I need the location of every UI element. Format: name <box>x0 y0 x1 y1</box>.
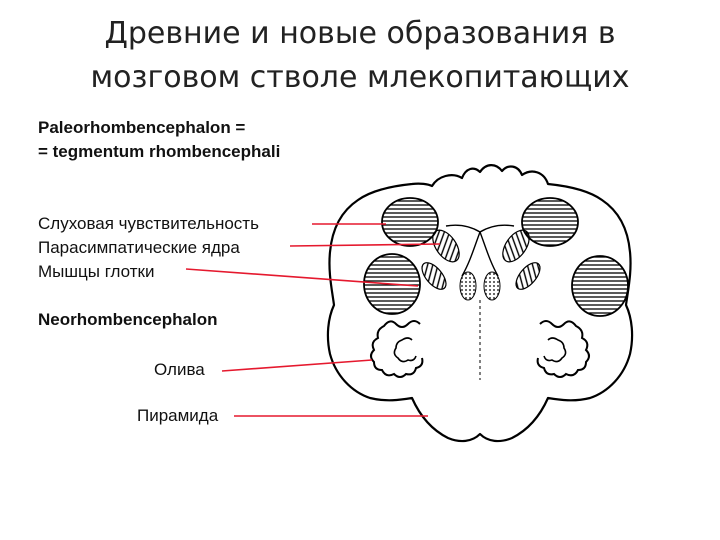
inner-contour-left <box>445 224 481 277</box>
slide-title: Древние и новые образования в мозговом с… <box>0 12 720 100</box>
label-olive: Олива <box>154 360 205 379</box>
parasympathetic-nucleus-left <box>432 229 460 263</box>
pharynx-nucleus-left <box>421 262 447 290</box>
paleo-label-line-2: = tegmentum rhombencephali <box>38 142 281 161</box>
label-pharynx: Мышцы глотки <box>38 262 155 281</box>
pointer-parasympathetic <box>289 243 441 247</box>
pharynx-nucleus-right <box>515 262 541 290</box>
parasympathetic-nucleus-right <box>502 229 530 263</box>
brainstem-outline <box>326 164 634 443</box>
label-pyramid: Пирамида <box>137 406 219 425</box>
label-auditory: Слуховая чувствительность <box>38 214 259 233</box>
label-neo: Neorhombencephalon <box>38 310 218 329</box>
olive-left-inner <box>393 337 417 363</box>
auditory-nucleus-left-upper <box>381 197 439 247</box>
pointer-pharynx <box>185 268 419 287</box>
olive-right <box>536 320 590 378</box>
title-line-2: мозговом стволе млекопитающих <box>90 60 630 95</box>
paleo-label-line-1: Paleorhombencephalon = <box>38 118 246 137</box>
pointer-olive <box>221 359 373 372</box>
auditory-nucleus-right-lower <box>571 255 629 317</box>
label-parasympathetic: Парасимпатические ядра <box>38 238 240 257</box>
inner-contour-right <box>479 224 515 277</box>
central-nucleus-left <box>459 271 477 301</box>
olive-left <box>370 320 424 378</box>
title-line-1: Древние и новые образования в <box>104 16 616 51</box>
central-nucleus-right <box>483 271 501 301</box>
olive-right-inner <box>543 337 567 363</box>
auditory-nucleus-right-upper <box>521 197 579 247</box>
